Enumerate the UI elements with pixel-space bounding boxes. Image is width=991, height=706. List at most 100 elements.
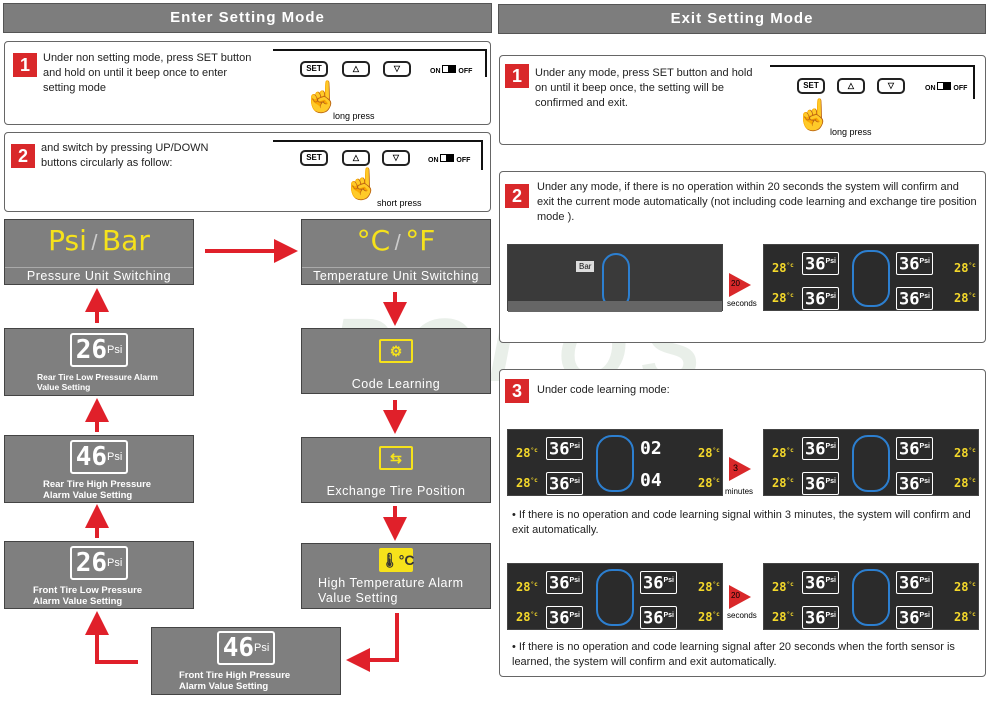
step-text: Under any mode, press SET button and hol… [535, 67, 753, 109]
hint-text: long press [830, 127, 872, 137]
pressure-reading: 36Psi [802, 571, 839, 594]
box-label: Code Learning [351, 377, 441, 391]
pressure-reading: 36Psi [896, 571, 933, 594]
time-unit: seconds [727, 299, 757, 308]
time-unit: minutes [725, 487, 754, 496]
set-button[interactable]: SET [300, 150, 328, 166]
car-icon [852, 435, 890, 492]
down-button[interactable]: ▽ [382, 150, 410, 166]
control-strip [273, 140, 483, 170]
hand-icon: ☝ [303, 81, 341, 114]
step-text: Under any mode, if there is no operation… [537, 181, 977, 223]
exit-step-2: 2 Under any mode, if there is no operati… [499, 171, 986, 343]
pressure-reading: 36Psi [896, 606, 933, 629]
temp-reading: 28°c [698, 476, 720, 490]
control-strip [273, 49, 487, 77]
exit-step-1: 1 Under any mode, press SET button and h… [499, 55, 986, 145]
exit-setting-header: Exit Setting Mode [498, 4, 986, 34]
down-button[interactable]: ▽ [383, 61, 411, 77]
arrow-fth-to-ftl [85, 611, 138, 664]
set-button[interactable]: SET [797, 78, 825, 94]
bar-text: Bar [576, 261, 595, 272]
temp-reading: 28°c [516, 580, 538, 594]
enter-step-2: 2 and switch by pressing UP/DOWN buttons… [4, 132, 491, 212]
hint-text: short press [377, 198, 422, 208]
temp-reading: 28°c [954, 580, 976, 594]
step-number: 2 [11, 144, 35, 168]
pressure-reading: 36Psi [802, 437, 839, 460]
car-icon [852, 250, 890, 307]
temp-reading: 28°c [772, 446, 794, 460]
pressure-reading: 36Psi [896, 252, 933, 275]
car-icon [596, 569, 634, 626]
down-button[interactable]: ▽ [877, 78, 905, 94]
hint-text: long press [333, 111, 375, 121]
car-icon [596, 435, 634, 492]
up-button[interactable]: △ [342, 61, 370, 77]
time-value: 3 [733, 463, 739, 473]
power-switch[interactable]: ON OFF [925, 82, 967, 92]
time-value: 20 [731, 591, 740, 600]
pressure-reading: 36Psi [640, 606, 677, 629]
sep: / [394, 230, 401, 255]
temp-reading: 28°c [954, 476, 976, 490]
arrow-hightemp-to-fth [346, 613, 399, 672]
lcd-value: 26Psi [69, 546, 129, 580]
lcd-value: 26Psi [69, 333, 129, 367]
up-button[interactable]: △ [342, 150, 370, 166]
pressure-reading: 36Psi [546, 606, 583, 629]
pressure-reading: 36Psi [802, 252, 839, 275]
box-label: Temperature Unit Switching [302, 267, 490, 283]
temp-reading: 28°c [698, 610, 720, 624]
temp-reading: 28°c [954, 446, 976, 460]
fahrenheit-label: °F [405, 224, 436, 257]
temp-reading: 28°c [516, 610, 538, 624]
temp-reading: 28°c [772, 261, 794, 275]
swap-icon: ⇆ [379, 446, 413, 470]
pressure-unit-box: Psi / Bar Pressure Unit Switching [4, 219, 194, 285]
pressure-reading: 36Psi [896, 287, 933, 310]
temp-reading: 28°c [954, 610, 976, 624]
step-number: 2 [505, 184, 529, 208]
step-text: Under non setting mode, press SET button… [43, 52, 252, 94]
step-number: 1 [505, 64, 529, 88]
temp-reading: 28°c [772, 610, 794, 624]
arrow-3-minutes [729, 457, 751, 481]
hand-icon: ☝ [343, 168, 381, 201]
power-switch[interactable]: ON OFF [430, 65, 472, 75]
temp-reading: 28°c [698, 446, 720, 460]
bar-label: Bar [101, 224, 150, 257]
temp-reading: 28°c [954, 261, 976, 275]
temp-reading: 28°c [954, 291, 976, 305]
enter-setting-header: Enter Setting Mode [3, 3, 492, 33]
step-number: 1 [13, 53, 37, 77]
pressure-reading: 36Psi [802, 606, 839, 629]
set-button[interactable]: SET [300, 61, 328, 77]
exit-step-3: 3 Under code learning mode: 28°c 36Psi 28°… [499, 369, 986, 677]
lcd-value: 46Psi [69, 440, 129, 474]
temperature-unit-box: °C / °F Temperature Unit Switching [301, 219, 491, 285]
power-switch[interactable]: ON OFF [428, 154, 470, 164]
pressure-reading: 36Psi [640, 571, 677, 594]
time-value: 20 [731, 279, 740, 288]
sensor-code: 02 [640, 438, 662, 459]
pressure-reading: 36Psi [546, 472, 583, 495]
temp-reading: 28°c [772, 291, 794, 305]
temp-reading: 28°c [772, 580, 794, 594]
code-learning-box: ⚙ Code Learning [301, 328, 491, 394]
display-panel-bar: Bar [507, 244, 723, 312]
up-button[interactable]: △ [837, 78, 865, 94]
pressure-reading: 36Psi [546, 571, 583, 594]
step-text: Under code learning mode: [537, 384, 670, 396]
